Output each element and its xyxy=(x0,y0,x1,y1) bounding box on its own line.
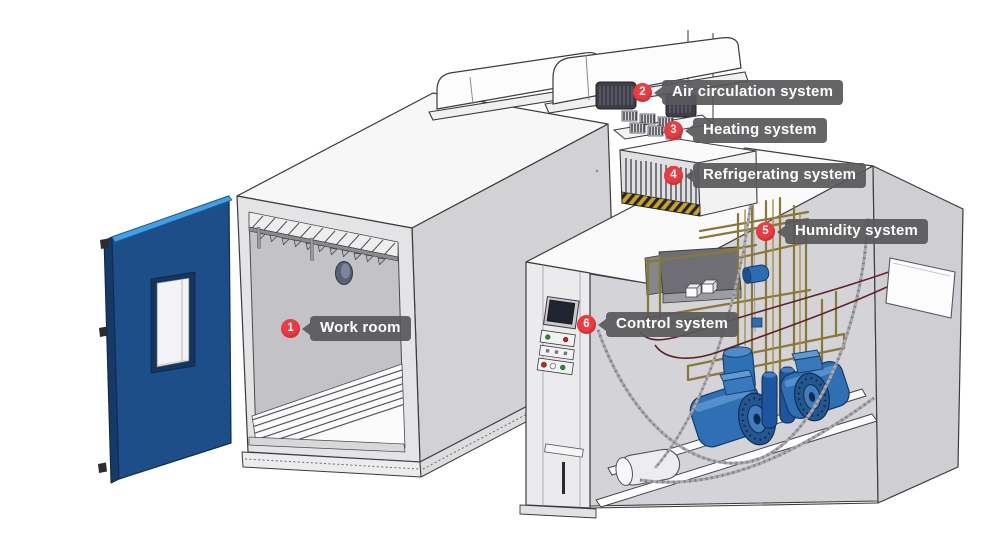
callout-label: Air circulation system xyxy=(662,80,844,105)
door-hinges xyxy=(98,238,109,473)
compressors xyxy=(689,346,850,448)
chamber-door xyxy=(98,195,233,484)
cables xyxy=(596,174,875,484)
callout-arrow-icon xyxy=(685,124,693,137)
callout-badge: 3 xyxy=(664,121,683,140)
callout-label: Humidity system xyxy=(785,219,929,244)
callout-badge: 4 xyxy=(664,166,683,185)
callout-air-circulation-system: 2 Air circulation system xyxy=(633,80,844,105)
wiring-plate xyxy=(639,257,956,359)
callout-arrow-icon xyxy=(598,318,606,331)
callout-arrow-icon xyxy=(777,225,785,238)
callout-label: Control system xyxy=(606,312,738,337)
callout-badge: 2 xyxy=(633,83,652,102)
callout-heating-system: 3 Heating system xyxy=(664,118,827,143)
door-window xyxy=(150,271,196,374)
callout-refrigerating-system: 4 Refrigerating system xyxy=(664,163,867,188)
callout-work-room: 1 Work room xyxy=(281,316,411,341)
control-panel xyxy=(536,296,580,376)
callout-humidity-system: 5 Humidity system xyxy=(756,219,929,244)
callout-control-system: 6 Control system xyxy=(577,312,738,337)
callout-badge: 5 xyxy=(756,222,775,241)
callout-arrow-icon xyxy=(685,169,693,182)
callout-badge: 6 xyxy=(577,315,596,334)
callout-label: Work room xyxy=(310,316,411,341)
humidity-pump xyxy=(742,264,770,284)
callout-arrow-icon xyxy=(654,86,662,99)
callout-label: Heating system xyxy=(693,118,827,143)
callout-arrow-icon xyxy=(302,322,310,335)
control-screen xyxy=(546,299,576,325)
callout-badge: 1 xyxy=(281,319,300,338)
callout-label: Refrigerating system xyxy=(693,163,867,188)
valve-boxes xyxy=(685,279,718,298)
